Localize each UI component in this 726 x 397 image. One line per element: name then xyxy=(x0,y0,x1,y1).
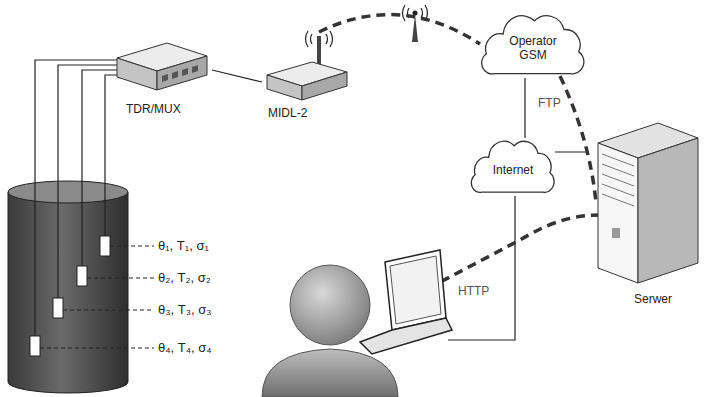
node-label: Serwer xyxy=(634,292,672,306)
device-icon xyxy=(588,118,708,288)
node-label: Operator GSM xyxy=(498,34,568,62)
connection-line xyxy=(524,78,525,138)
network-cable xyxy=(448,196,515,340)
device-icon xyxy=(262,30,352,104)
node-label: TDR/MUX xyxy=(126,102,181,116)
laptop xyxy=(360,250,452,354)
probe-readings: θ₁, T₁, σ₁ xyxy=(158,238,209,254)
device-icon xyxy=(112,38,212,98)
probe-readings: θ₄, T₄, σ₄ xyxy=(158,340,212,356)
probe-readings: θ₂, T₂, σ₂ xyxy=(158,270,211,286)
probe-readings: θ₃, T₃, σ₃ xyxy=(158,302,212,318)
protocol-label: FTP xyxy=(536,96,563,110)
protocol-label: HTTP xyxy=(456,283,491,299)
gsm-operator-cloud: Operator GSM xyxy=(480,12,585,78)
internet-cloud: Internet xyxy=(470,138,555,196)
server: Serwer xyxy=(588,118,708,310)
user-figure xyxy=(262,265,398,397)
leader-lines xyxy=(40,246,154,348)
data-flow xyxy=(319,15,480,44)
soil-cylinder xyxy=(8,181,128,393)
probes xyxy=(30,236,110,356)
midl-2-logger: MIDL-2 xyxy=(262,30,352,126)
node-label: MIDL-2 xyxy=(268,106,307,120)
data-flow xyxy=(560,76,596,203)
gsm-antenna xyxy=(403,5,428,42)
tdr-mux-device: TDR/MUX xyxy=(112,38,212,126)
connection-line xyxy=(212,70,262,82)
connection-line xyxy=(555,151,588,152)
node-label: Internet xyxy=(478,163,548,177)
probe-wires xyxy=(35,60,119,336)
